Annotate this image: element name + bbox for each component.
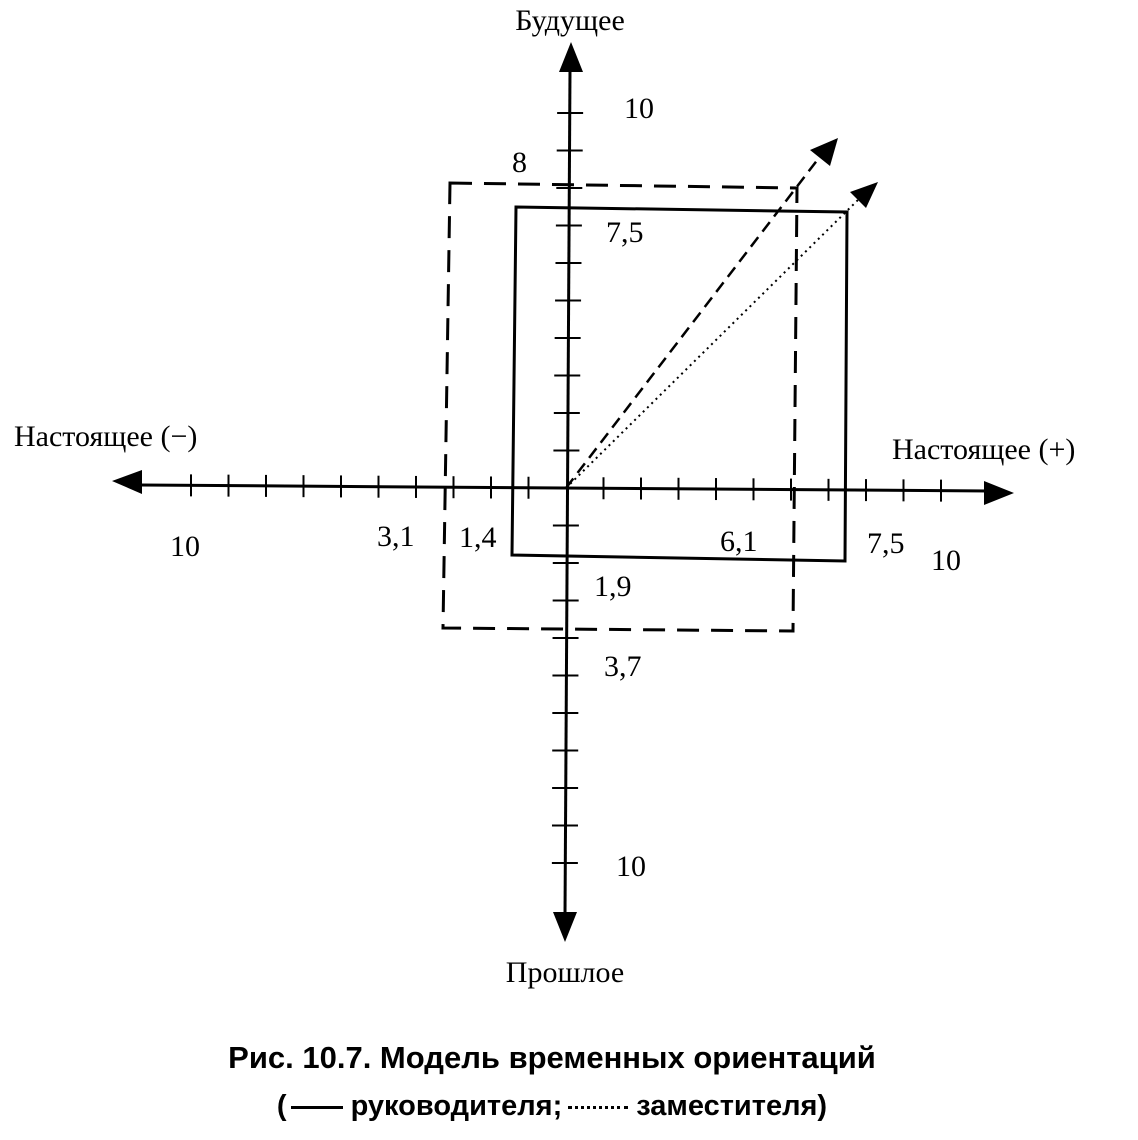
label-solid-right: 7,5: [867, 527, 905, 560]
axis-label-future: Будущее: [515, 4, 625, 37]
label-right-10: 10: [931, 544, 961, 577]
horizontal-axis: [139, 483, 991, 493]
legend-solid-label: руководителя;: [350, 1090, 563, 1122]
label-dashed-top: 8: [512, 146, 527, 179]
label-solid-bottom: 1,9: [594, 570, 632, 603]
top-arrowhead: [559, 42, 583, 72]
figure-caption-legend: ( руководителя; заместителя): [0, 1090, 1104, 1123]
label-bottom-10: 10: [616, 850, 646, 883]
vertical-axis: [563, 69, 572, 916]
legend-solid-line: [290, 1105, 343, 1109]
figure-caption-title: Рис. 10.7. Модель временных ориентаций: [228, 1040, 876, 1075]
label-solid-left: 1,4: [459, 521, 497, 554]
dashed-vector: [565, 149, 826, 489]
left-arrowhead: [112, 470, 142, 494]
axis-label-present-negative: Настоящее (−): [14, 420, 197, 453]
axis-label-past: Прошлое: [506, 956, 624, 989]
legend-dotted-label: заместителя): [636, 1090, 828, 1122]
solid-model-rectangle: [510, 205, 849, 563]
legend-open-paren: (: [276, 1090, 287, 1122]
label-solid-top: 7,5: [606, 216, 644, 249]
right-arrowhead: [984, 481, 1014, 505]
label-dashed-left: 3,1: [377, 520, 415, 553]
label-left-10: 10: [170, 530, 200, 563]
dashed-vector-arrowhead: [810, 138, 838, 166]
label-dashed-bottom: 3,7: [604, 650, 642, 683]
dashed-model-rectangle: [441, 181, 799, 633]
dotted-vector-arrowhead: [850, 182, 878, 208]
label-dashed-right: 6,1: [720, 525, 758, 558]
axis-label-present-positive: Настоящее (+): [892, 433, 1075, 466]
legend-dotted-line: [568, 1105, 629, 1109]
bottom-arrowhead: [553, 912, 577, 942]
label-top-10: 10: [624, 92, 654, 125]
